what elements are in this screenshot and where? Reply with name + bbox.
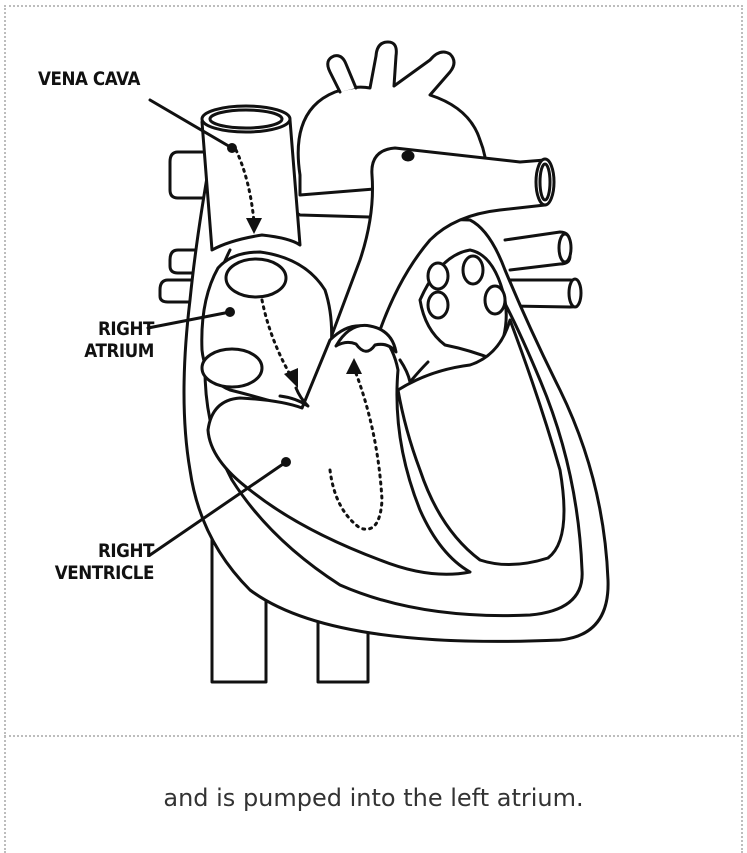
right-ventricle-label: RIGHT VENTRICLE: [31, 540, 154, 584]
vena-cava-label: VENA CAVA: [38, 68, 140, 90]
caption-divider: [4, 735, 743, 737]
superior-vena-cava: [202, 106, 300, 250]
right-atrium-label: RIGHT ATRIUM: [48, 318, 154, 362]
caption-text: and is pumped into the left atrium.: [0, 784, 747, 812]
heart-diagram: [0, 0, 747, 735]
